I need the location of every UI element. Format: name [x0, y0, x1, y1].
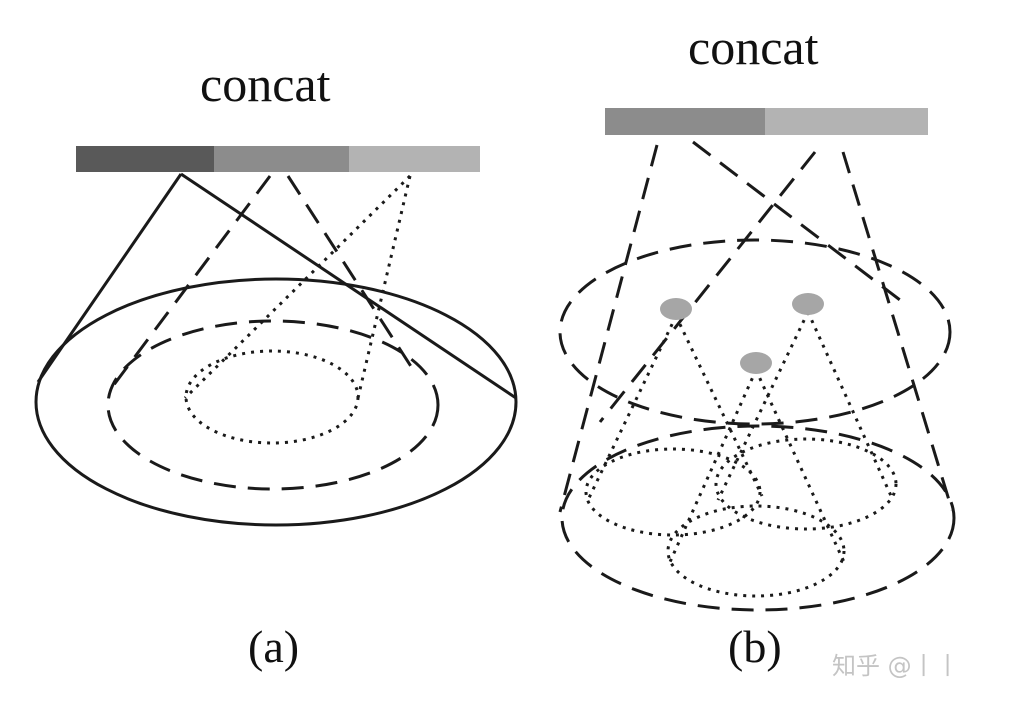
panel-a-dotted-receptive-field: [184, 349, 360, 445]
panel-a-solid-cone-right: [180, 172, 517, 400]
panel-a-dotted-cone-right: [356, 175, 412, 399]
panel-b-dashed-cone-3: [598, 151, 817, 423]
panel-a-bar-segment-3: [349, 146, 480, 172]
panel-a-bar-segment-2: [214, 146, 349, 172]
panel-b-lower-dashed-field: [560, 424, 956, 612]
panel-b-sample-point-3: [740, 352, 772, 374]
panel-b-dotted-field-left: [584, 447, 762, 537]
panel-a-dotted-cone-left: [183, 174, 412, 400]
panel-a-bar-segment-1: [76, 146, 214, 172]
panel-b-sample-point-2: [792, 293, 824, 315]
panel-b-dotted-field-bottom: [666, 504, 846, 598]
panel-b-dotted-cone-1b: [674, 315, 764, 497]
panel-b-dotted-cone-3b: [754, 369, 846, 563]
panel-a-dashed-receptive-field: [106, 319, 440, 491]
panel-b-dashed-cone-4: [841, 151, 954, 511]
panel-b-dashed-cone-2: [692, 140, 901, 302]
panel-b-dotted-cone-2b: [806, 311, 894, 499]
panel-b: [558, 108, 956, 612]
panel-b-dotted-field-right: [714, 437, 898, 531]
panel-b-dashed-cone-1: [558, 144, 659, 513]
panel-b-title: concat: [688, 19, 819, 75]
panel-b-dotted-cone-1a: [586, 315, 678, 501]
panel-a-dashed-cone-right: [286, 175, 414, 369]
watermark: 知乎 @丨丨: [832, 652, 960, 680]
panel-a: [34, 146, 518, 527]
panel-b-bar-segment-1: [605, 108, 765, 135]
panel-b-bar-segment-2: [765, 108, 928, 135]
panel-a-solid-receptive-field: [34, 277, 518, 527]
panel-a-title: concat: [200, 56, 331, 112]
panel-b-sample-point-1: [660, 298, 692, 320]
panel-a-dashed-cone-left: [108, 175, 272, 391]
panel-b-dotted-cone-2a: [716, 311, 810, 501]
panel-a-caption: (a): [248, 621, 300, 672]
panel-b-caption: (b): [728, 621, 782, 672]
panel-a-solid-cone-left: [36, 173, 183, 383]
panel-b-upper-dashed-field: [558, 238, 952, 426]
